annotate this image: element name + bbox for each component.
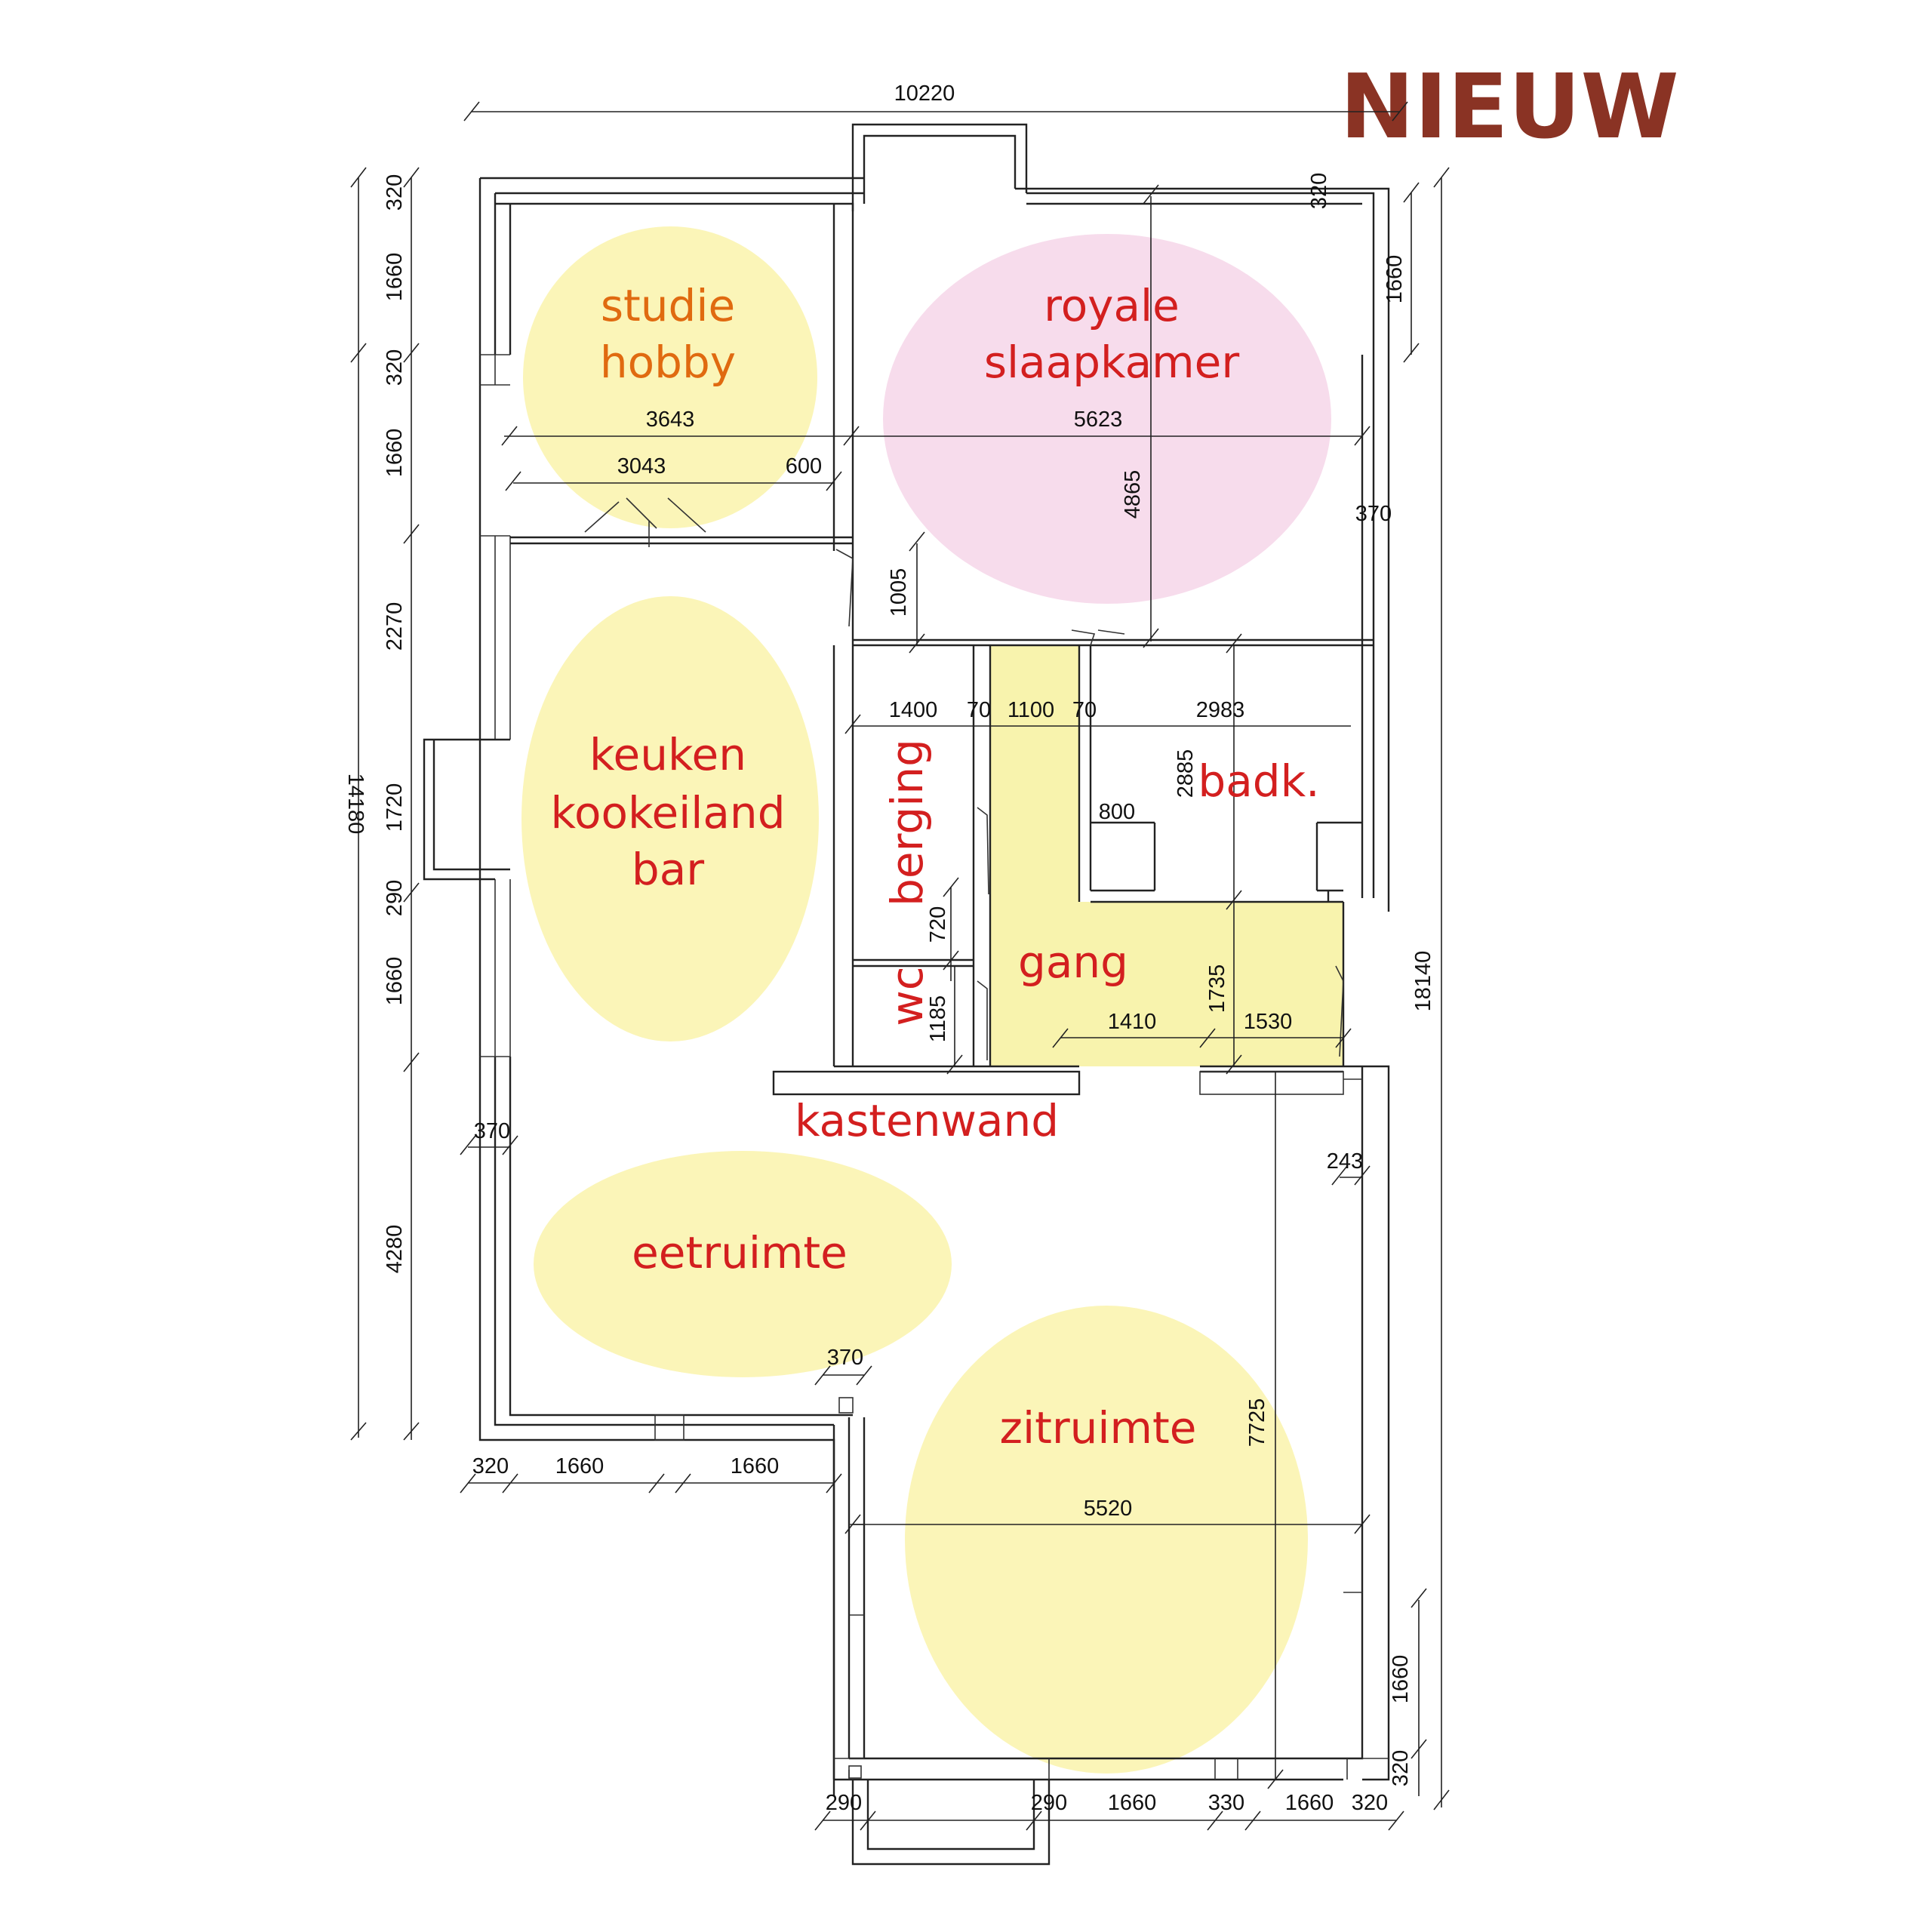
room-label-studie: studie [601, 280, 735, 331]
room-label-hobby: hobby [600, 337, 736, 388]
studie-doors [584, 497, 706, 547]
window-detail [848, 1765, 862, 1779]
doors [835, 549, 1344, 1060]
dim-720: 720 [926, 906, 950, 943]
dim-l-4280: 4280 [383, 1225, 407, 1274]
dim-1400: 1400 [889, 698, 938, 722]
wall-keuken-east [832, 645, 854, 1066]
wall-zit-west [832, 1417, 866, 1780]
room-label-wc: wc [881, 966, 933, 1026]
dim-5520: 5520 [1084, 1497, 1133, 1521]
zone-slaapkamer [883, 234, 1331, 604]
dim-370-mid: 370 [827, 1346, 863, 1370]
room-label-slaapkamer: slaapkamer [984, 337, 1240, 388]
dim-r-370: 370 [1355, 502, 1392, 526]
room-label-badk: badk. [1198, 755, 1319, 807]
wall-berging-gang [972, 645, 992, 1066]
wall-east-details [1343, 1078, 1389, 1780]
dim-l-1660c: 1660 [383, 957, 407, 1006]
dim-1410: 1410 [1108, 1010, 1157, 1034]
dimension-lines [350, 101, 1450, 1831]
dim-bb-1660b: 1660 [1285, 1791, 1334, 1815]
dim-600: 600 [786, 454, 822, 478]
dim-l-1720: 1720 [383, 783, 407, 832]
dim-1185: 1185 [926, 995, 950, 1042]
dim-bb-1660a: 1660 [1108, 1791, 1157, 1815]
dim-2885: 2885 [1174, 749, 1198, 798]
dim-70a: 70 [967, 698, 991, 722]
room-label-keuken: keuken [589, 729, 746, 780]
column [838, 1397, 854, 1414]
wall-north-right [1015, 187, 1390, 355]
wall-north-left [480, 177, 864, 211]
room-labels: studie hobby royale slaapkamer keuken ko… [550, 280, 1319, 1454]
dim-bb-330: 330 [1208, 1791, 1244, 1815]
dim-l-320b: 320 [383, 349, 407, 386]
dim-right-total: 18140 [1411, 951, 1435, 1012]
dim-l-1660a: 1660 [383, 253, 407, 302]
dim-studie-w: 3643 [646, 408, 695, 432]
bay-window-west [423, 738, 510, 881]
dim-1005: 1005 [887, 568, 911, 617]
dim-br-1660: 1660 [1389, 1655, 1413, 1704]
walls [423, 123, 1390, 1866]
room-label-kastenwand: kastenwand [795, 1095, 1059, 1146]
dim-r-1660: 1660 [1383, 255, 1407, 304]
dim-left-total: 14180 [343, 774, 368, 835]
dim-bb-290a: 290 [826, 1791, 862, 1815]
room-label-berging: berging [881, 739, 933, 906]
dim-800: 800 [1099, 800, 1135, 824]
dim-b-320: 320 [472, 1454, 509, 1478]
dim-bb-290b: 290 [1031, 1791, 1067, 1815]
wall-studie-slaap [832, 204, 854, 645]
dim-slaap-w: 5623 [1074, 408, 1123, 432]
dim-l-320a: 320 [383, 174, 407, 211]
dim-70b: 70 [1072, 698, 1097, 722]
dim-1530: 1530 [1244, 1010, 1293, 1034]
wall-west-lower [494, 1057, 853, 1426]
dim-br-320: 320 [1389, 1750, 1413, 1786]
zone-eetruimte [534, 1151, 952, 1377]
dim-slaap-h: 4865 [1121, 470, 1145, 519]
room-label-eetruimte: eetruimte [632, 1227, 848, 1278]
dimension-labels: 10220 14180 18140 320 1660 320 1660 2270… [343, 82, 1435, 1815]
page-title: NIEUW [1340, 54, 1678, 158]
dim-studie-inner: 3043 [617, 454, 666, 478]
dim-1100: 1100 [1008, 698, 1054, 722]
wall-badk-inner [1091, 821, 1362, 902]
room-label-bar: bar [632, 844, 704, 895]
kastenwand-cabinet [772, 1070, 1081, 1096]
zone-zitruimte [905, 1306, 1308, 1774]
dim-b-1660a: 1660 [555, 1454, 605, 1478]
wall-south [834, 1757, 1343, 1866]
room-label-zitruimte: zitruimte [1000, 1402, 1197, 1454]
dim-2983: 2983 [1196, 698, 1245, 722]
dim-b-1660b: 1660 [731, 1454, 780, 1478]
wall-slaap-south [853, 638, 1374, 647]
wall-east-upper [1342, 355, 1390, 1066]
dim-1735: 1735 [1205, 964, 1229, 1014]
zone-keuken [521, 596, 819, 1041]
zone-studie [523, 226, 817, 528]
dim-370-left: 370 [474, 1119, 510, 1143]
step [654, 1414, 685, 1441]
dim-l-1660b: 1660 [383, 429, 407, 478]
wall-west-lines [480, 354, 511, 1057]
bay-window-north [851, 123, 1028, 211]
dim-r-320: 320 [1307, 173, 1331, 209]
dim-243: 243 [1327, 1149, 1363, 1174]
room-label-kookeiland: kookeiland [550, 787, 785, 838]
dim-l-290: 290 [383, 880, 407, 916]
kastenwand-cabinet-2 [1199, 1071, 1344, 1095]
room-label-royale: royale [1044, 280, 1180, 331]
dim-7725: 7725 [1245, 1398, 1269, 1447]
wall-berging-wc [853, 958, 974, 968]
dim-top-total: 10220 [894, 82, 955, 106]
room-label-gang: gang [1018, 937, 1128, 988]
dim-l-2270: 2270 [383, 602, 407, 651]
dim-bb-320: 320 [1352, 1791, 1388, 1815]
wall-studie-keuken [510, 536, 853, 545]
wall-gang-badk [1078, 645, 1343, 903]
